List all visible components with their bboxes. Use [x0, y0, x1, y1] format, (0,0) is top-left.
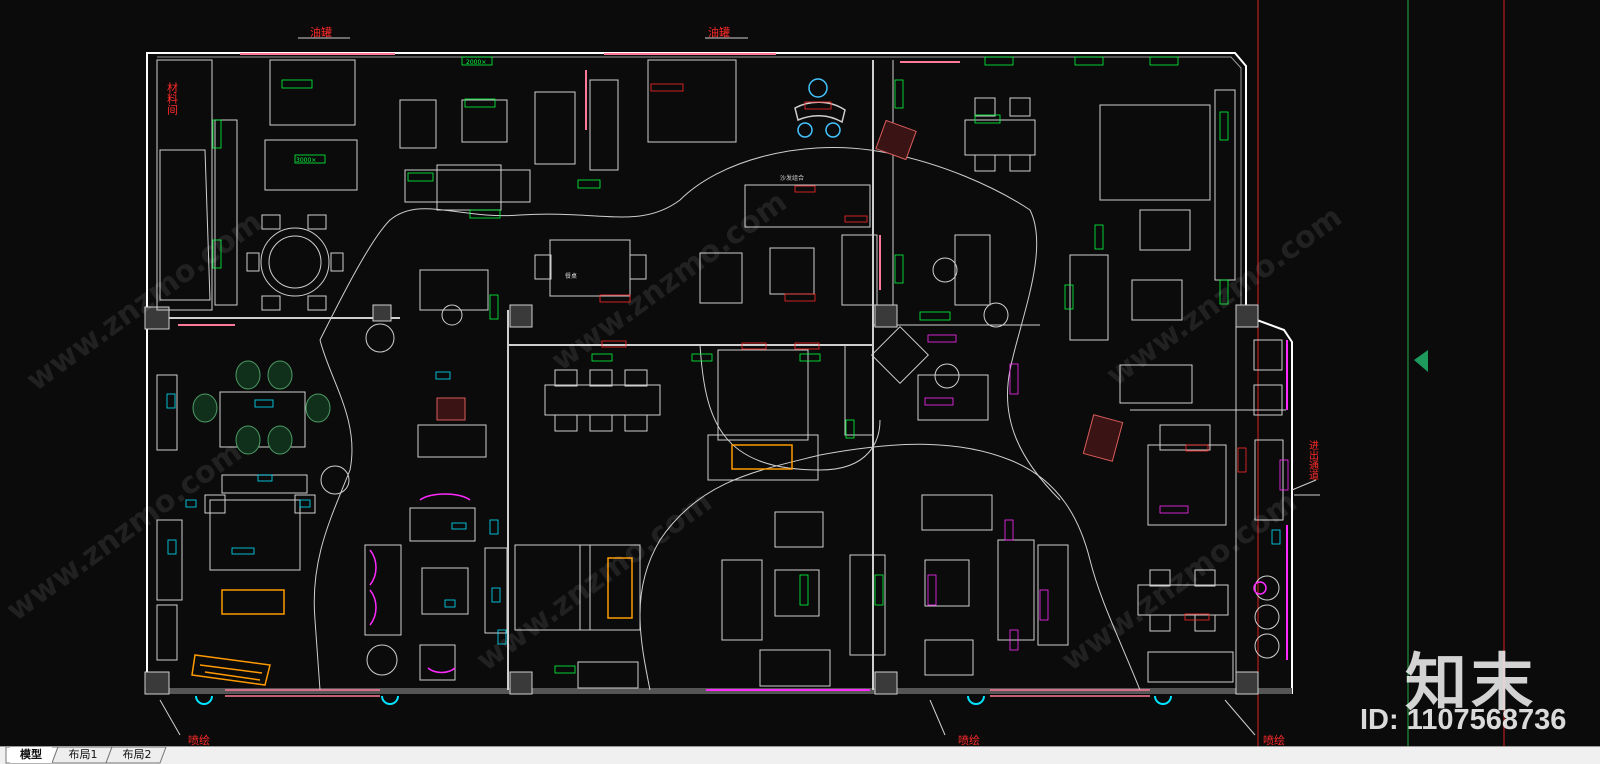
- room-label: 餐桌: [565, 272, 577, 280]
- dim-label: 2000×: [466, 59, 486, 66]
- tab-layout1[interactable]: 布局1: [68, 748, 98, 761]
- floor-plan-drawing[interactable]: 油罐 油罐 材料间 进出通道 喷绘 喷绘 喷绘 2000× 3000× 餐桌 沙…: [0, 0, 1600, 746]
- image-id-watermark: ID: 1107568736: [1360, 704, 1567, 736]
- brand-watermark-logo: 知末: [1405, 646, 1538, 719]
- label-bottom-right: 喷绘: [1263, 733, 1285, 746]
- label-top-center: 油罐: [708, 25, 730, 39]
- direction-marker-icon: [1414, 350, 1428, 372]
- layout-tab-bar: 模型 布局1 布局2: [0, 746, 1600, 764]
- label-bottom-center: 喷绘: [958, 733, 980, 746]
- tab-model[interactable]: 模型: [10, 747, 52, 763]
- label-top-left: 油罐: [310, 25, 332, 39]
- label-right-vertical: 进出通道: [1307, 440, 1319, 480]
- dim-label: 3000×: [296, 157, 316, 164]
- label-bottom-left: 喷绘: [188, 733, 210, 746]
- cad-model-canvas[interactable]: 油罐 油罐 材料间 进出通道 喷绘 喷绘 喷绘 2000× 3000× 餐桌 沙…: [0, 0, 1600, 746]
- label-left-vertical: 材料间: [166, 81, 179, 116]
- room-label: 沙发组合: [780, 174, 804, 182]
- tab-layout2[interactable]: 布局2: [122, 748, 152, 761]
